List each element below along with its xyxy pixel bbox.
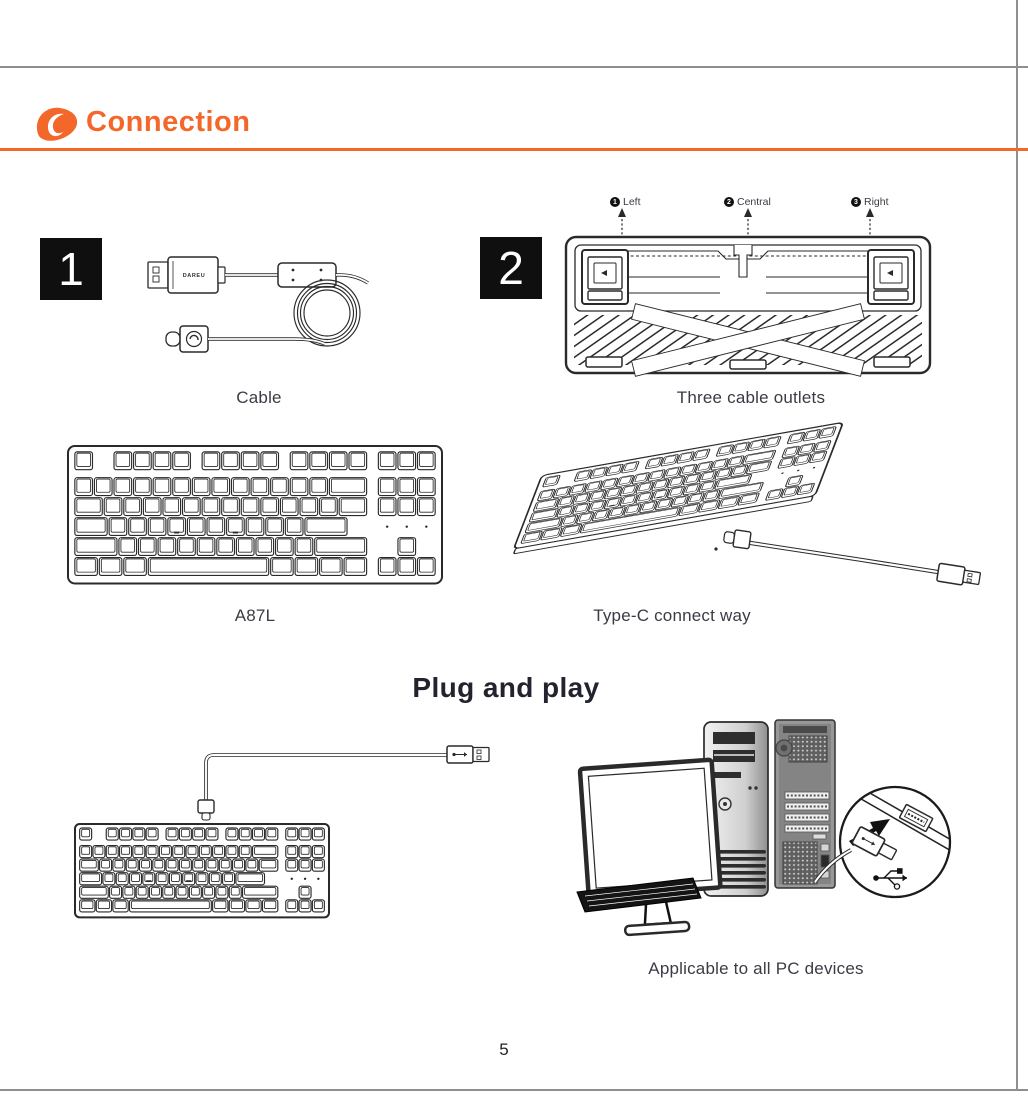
typec-illustration-group xyxy=(492,422,997,660)
usb-trident-icon xyxy=(873,868,907,890)
usb-a-plug xyxy=(446,745,490,764)
usb-a-end xyxy=(936,562,982,586)
svg-text:DAREU: DAREU xyxy=(183,273,206,279)
outlets-caption: Three cable outlets xyxy=(676,388,826,407)
outlet-3-disc: 3 xyxy=(851,197,861,207)
usb-port xyxy=(898,803,934,833)
accent-rule xyxy=(0,148,1028,151)
step-1-badge: 1 xyxy=(40,238,102,300)
a87l-caption: A87L xyxy=(234,606,276,625)
outlet-1-disc: 1 xyxy=(610,197,620,207)
typec-caption: Type-C connect way xyxy=(593,606,751,625)
plug-and-play-heading: Plug and play xyxy=(412,672,600,703)
typec-plug-down xyxy=(197,799,215,821)
step-2-badge: 2 xyxy=(480,237,542,299)
desk-keyboard xyxy=(576,877,702,913)
monitor xyxy=(577,757,723,937)
outlet-central-label: 2 Central xyxy=(724,196,771,208)
usb-a-connector: DAREU xyxy=(147,256,226,294)
tower-back xyxy=(774,719,836,889)
outlet-right-label: 3 Right xyxy=(851,196,889,208)
keyboard-bottom-illustration xyxy=(564,208,932,377)
cable-illustration: DAREU xyxy=(147,256,369,353)
plug-keyboard-cable-illustration xyxy=(74,745,490,919)
outlet-2-disc: 2 xyxy=(724,197,734,207)
page-bottom-border xyxy=(0,1089,1028,1091)
cable-caption: Cable xyxy=(236,388,282,407)
x-channel xyxy=(631,303,865,377)
page-number: 5 xyxy=(499,1040,509,1059)
page-right-border xyxy=(1016,0,1018,1091)
outlet-1-text: Left xyxy=(623,196,641,208)
usb-c-connector xyxy=(165,325,209,353)
section-title: Connection xyxy=(86,106,251,138)
page-top-border xyxy=(0,66,1028,68)
usb-callout xyxy=(813,785,952,899)
outlet-left-label: 1 Left xyxy=(610,196,641,208)
flip-foot xyxy=(581,249,629,305)
typec-keyboard-illustration xyxy=(510,420,847,556)
a87l-keyboard-illustration xyxy=(67,445,443,585)
dareu-logo-icon xyxy=(36,107,78,141)
pc-caption: Applicable to all PC devices xyxy=(648,959,864,978)
flip-foot xyxy=(867,249,915,305)
typec-cable-illustration xyxy=(714,529,982,586)
usb-plug xyxy=(851,826,898,861)
outlet-3-text: Right xyxy=(864,196,889,208)
typec-plug xyxy=(723,529,752,550)
outlet-2-text: Central xyxy=(737,196,771,208)
pc-setup-illustration xyxy=(576,719,952,937)
